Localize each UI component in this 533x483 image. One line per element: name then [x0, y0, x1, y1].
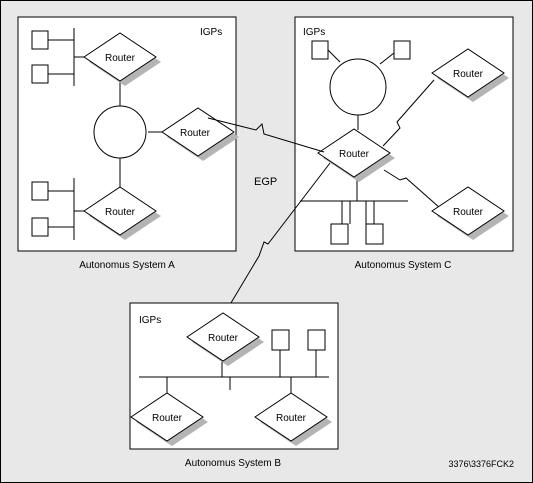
- router-a-top: Router: [83, 32, 162, 87]
- egp-link-a-to-c: [207, 117, 325, 153]
- router-c-top-right: Router: [431, 48, 510, 103]
- router-c-center-label: Router: [339, 149, 370, 160]
- system-a-ring-network: [93, 105, 147, 159]
- egp-link-b-to-c: [221, 162, 331, 319]
- system-c-host-2: [393, 40, 411, 60]
- router-b-right: Router: [254, 392, 333, 447]
- router-a-top-label: Router: [105, 53, 136, 64]
- router-a-right-label: Router: [180, 128, 211, 139]
- router-b-left: Router: [130, 392, 209, 447]
- system-c-ring-network: [329, 58, 387, 116]
- router-a-bottom-label: Router: [105, 207, 136, 218]
- system-c-label: Autonomus System C: [355, 260, 452, 271]
- system-c-host-3: [330, 223, 349, 245]
- figure-code: 3376\3376FCK2: [448, 459, 514, 469]
- system-c-igps-label: IGPs: [303, 27, 325, 38]
- router-a-right: Router: [161, 107, 240, 162]
- router-c-bottom-right: Router: [431, 186, 510, 241]
- system-c-host-1: [311, 40, 329, 60]
- system-a-host-1: [31, 30, 49, 50]
- system-a-host-2: [31, 64, 49, 84]
- system-c-host-4: [365, 223, 384, 245]
- system-a-igps-label: IGPs: [200, 27, 222, 38]
- system-b-host-2: [307, 329, 326, 351]
- system-b-igps-label: IGPs: [139, 315, 161, 326]
- router-c-center: Router: [317, 128, 396, 183]
- system-a-host-4: [31, 217, 49, 237]
- router-b-right-label: Router: [276, 413, 307, 424]
- router-b-top-label: Router: [208, 333, 239, 344]
- router-a-bottom: Router: [83, 186, 162, 241]
- router-b-left-label: Router: [152, 413, 183, 424]
- system-b-host-1: [271, 329, 290, 351]
- link-c-to-router-bottom-right: [383, 169, 441, 209]
- router-b-top: Router: [186, 312, 265, 367]
- system-a-label: Autonomus System A: [79, 260, 175, 271]
- link-c-to-router-top-right: [382, 79, 435, 147]
- router-c-top-right-label: Router: [453, 69, 484, 80]
- router-c-bottom-right-label: Router: [453, 207, 484, 218]
- egp-label: EGP: [254, 176, 277, 188]
- system-a-host-3: [31, 181, 49, 201]
- system-b-label: Autonomus System B: [185, 458, 281, 469]
